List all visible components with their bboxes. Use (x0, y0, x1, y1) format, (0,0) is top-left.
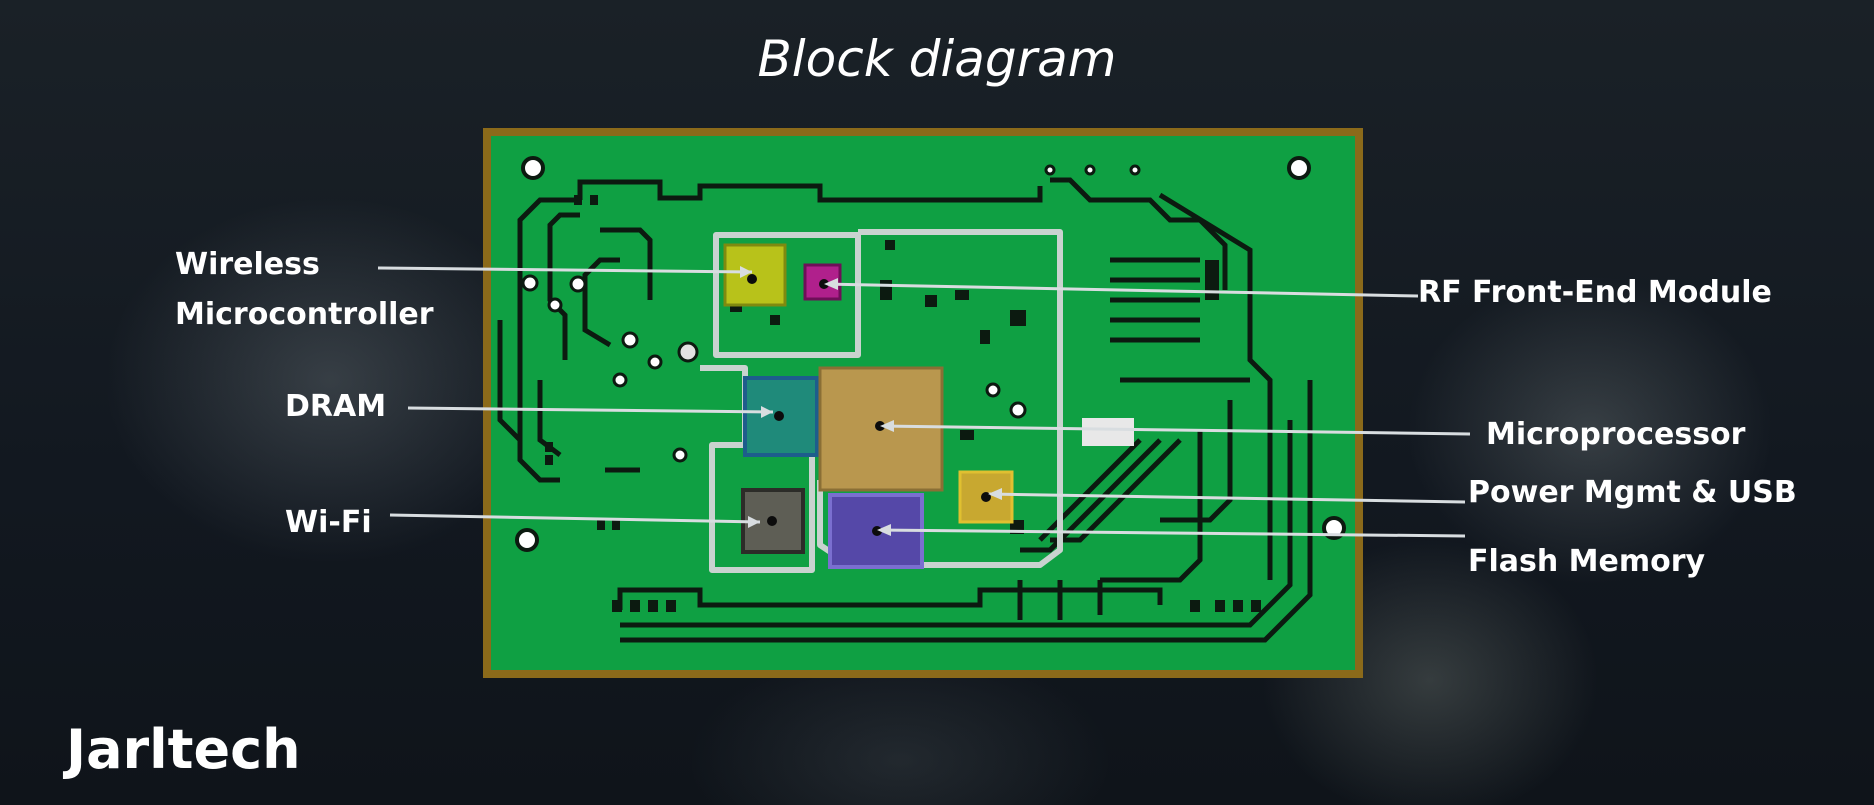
label-wifi: Wi-Fi (285, 505, 372, 540)
wireless-mcu-chip (723, 243, 787, 307)
pcb-board (483, 128, 1363, 678)
pointer-dots (747, 274, 991, 536)
label-microprocessor: Microprocessor (1486, 417, 1746, 452)
label-sticker (1082, 418, 1134, 446)
rf-front-end-pointer (823, 282, 1419, 298)
diagram-title: Block diagram (757, 30, 1117, 88)
wifi-pointer (389, 513, 761, 524)
label-dram: DRAM (285, 389, 387, 424)
rf-front-end-chip (803, 263, 842, 301)
label-flash-memory: Flash Memory (1468, 544, 1706, 579)
small-components (545, 195, 1261, 612)
pcb-traces (497, 177, 1313, 643)
pointer-lines (377, 266, 1471, 538)
flash-memory-pointer (876, 528, 1466, 538)
pointer-arrowheads (740, 266, 1002, 536)
label-power-mgmt-usb: Power Mgmt & USB (1468, 475, 1797, 510)
via-holes (521, 164, 1141, 463)
dram-pointer (407, 406, 774, 414)
brand-logo-text: Jarltech (66, 718, 301, 781)
power-mgmt-pointer (987, 492, 1466, 504)
label-wireless-microcontroller: Wireless Microcontroller (175, 240, 434, 340)
mounting-holes (515, 156, 1346, 552)
label-wireless-line1: Wireless (175, 247, 320, 282)
microprocessor-pointer (879, 424, 1471, 436)
wireless-mcu-pointer (377, 266, 753, 274)
label-wireless-line2: Microcontroller (175, 297, 434, 332)
label-rf-front-end-module: RF Front-End Module (1418, 275, 1772, 310)
